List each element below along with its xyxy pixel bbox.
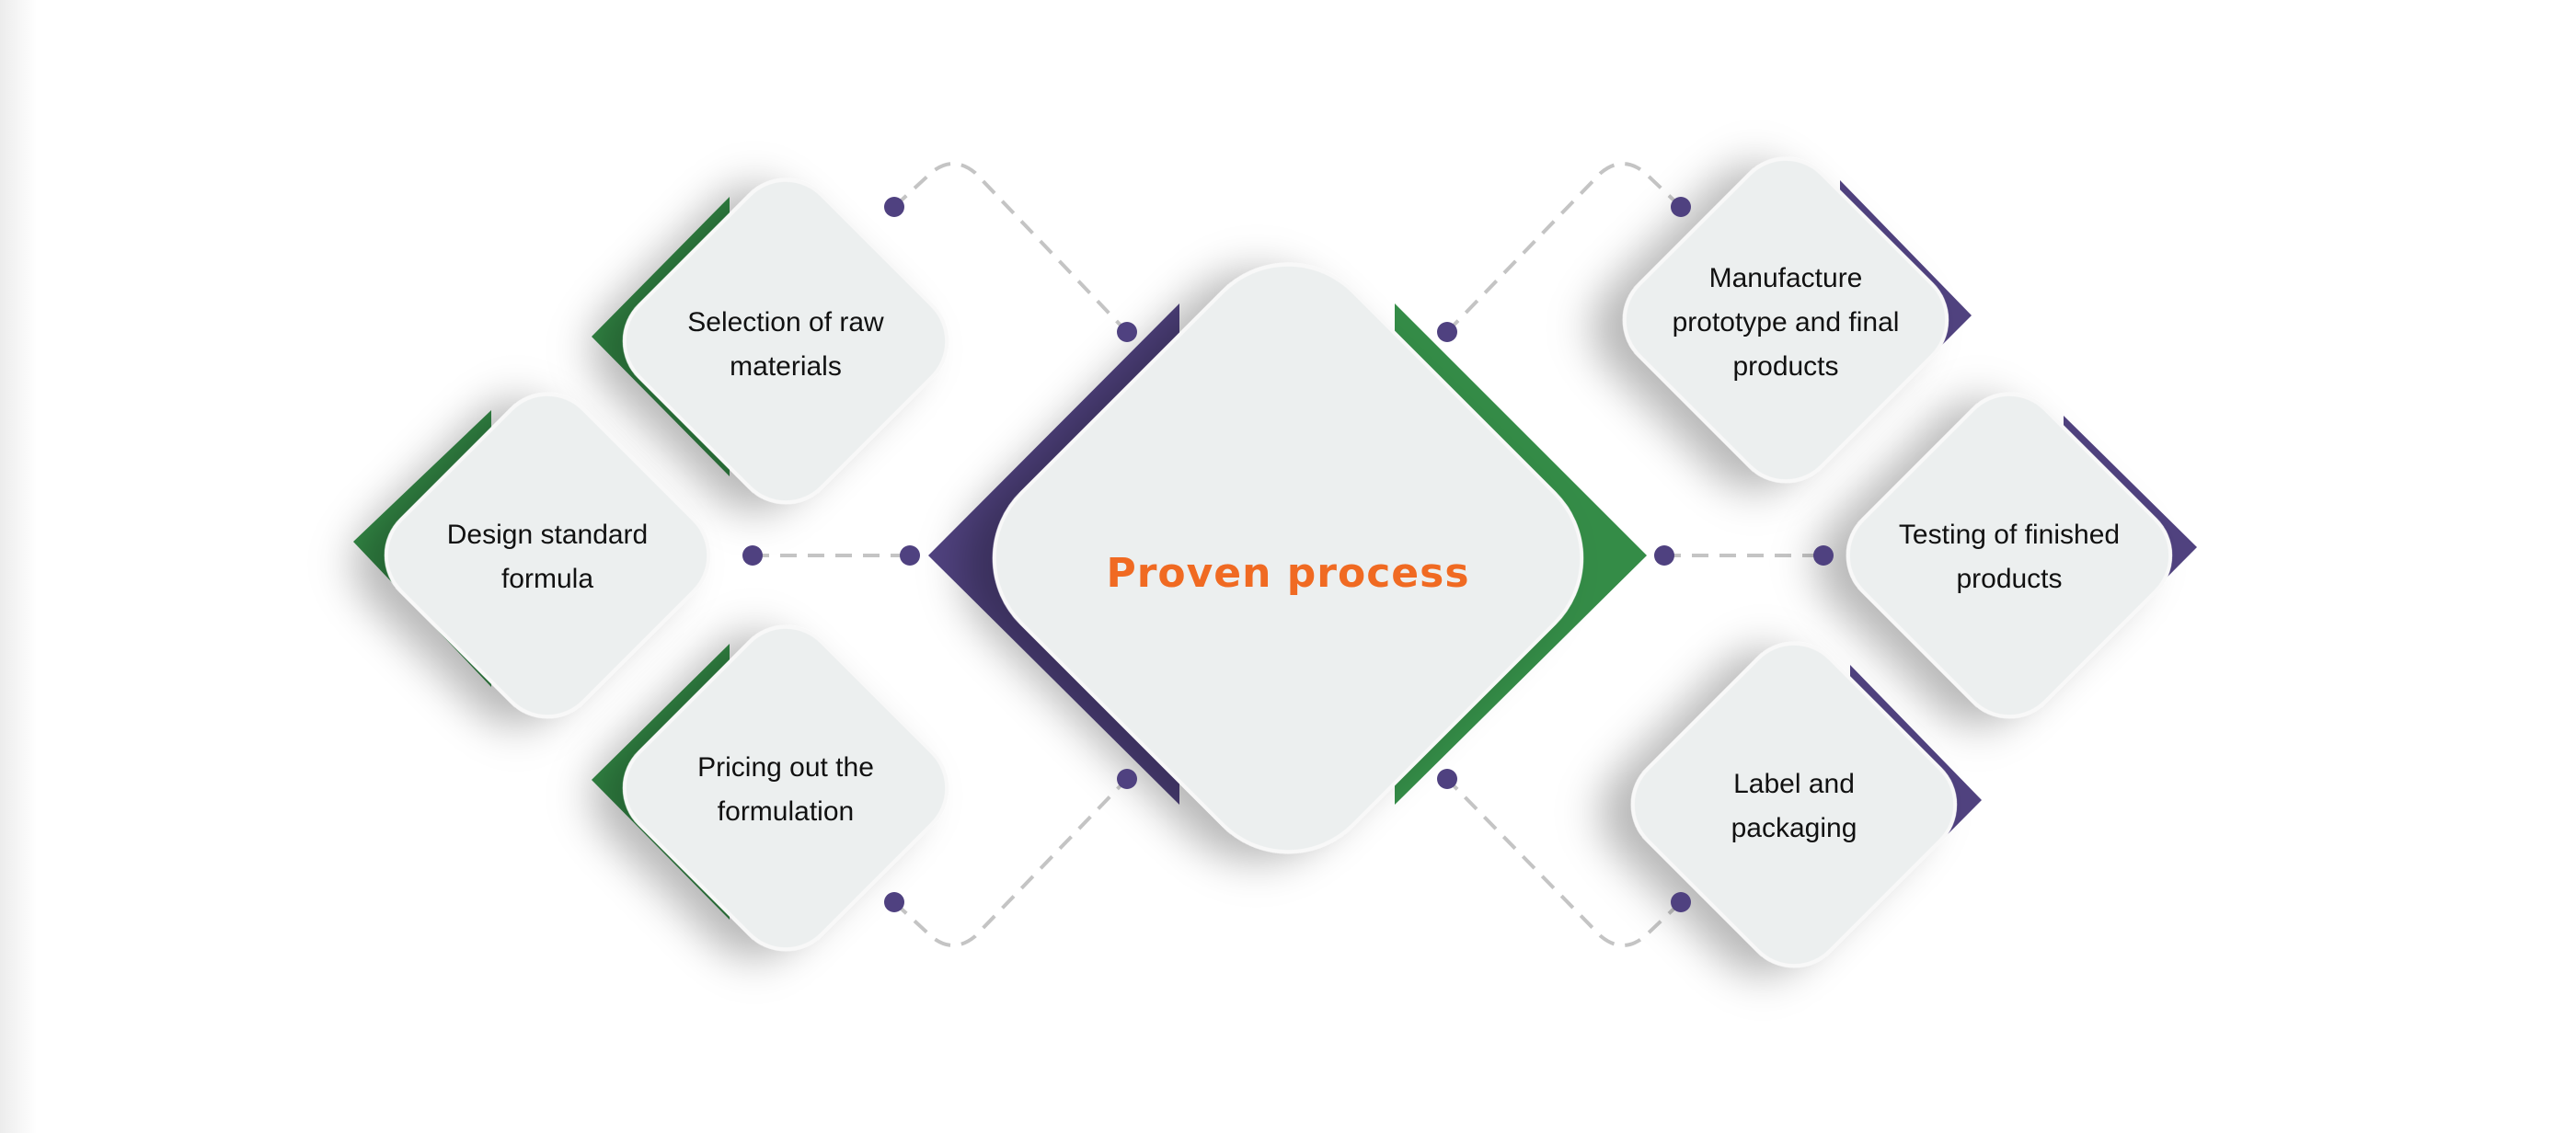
- step-pricing-formulation: Pricing out the formulation: [592, 624, 949, 952]
- step-card: [1630, 641, 1958, 968]
- step-label-line: Design standard: [447, 520, 648, 550]
- connector-dot: [1654, 545, 1674, 566]
- step-label-line: packaging: [1731, 813, 1857, 843]
- step-label-packaging: Label and packaging: [1630, 641, 1982, 968]
- step-label-line: Label and: [1733, 769, 1855, 799]
- step-card: [622, 624, 949, 952]
- step-label-line: Manufacture: [1709, 263, 1863, 293]
- step-card: [384, 392, 711, 719]
- connector-dot: [1813, 545, 1834, 566]
- step-card: [1846, 392, 2173, 719]
- step-design-standard-formula: Design standard formula: [353, 392, 711, 719]
- step-label-line: prototype and final: [1673, 307, 1900, 338]
- connector-dot: [1437, 769, 1457, 789]
- connector-bottom-left: [892, 777, 1129, 947]
- center-node: Proven process: [928, 262, 1647, 854]
- connector-dots: [742, 197, 1834, 912]
- step-label-line: materials: [730, 351, 842, 382]
- step-selection-raw-materials: Selection of raw materials: [592, 177, 949, 505]
- step-label-line: formula: [501, 564, 593, 594]
- connector-top-left: [892, 162, 1129, 334]
- connector-dot: [884, 197, 904, 217]
- step-label-line: Testing of finished: [1899, 520, 2120, 550]
- step-label-line: Selection of raw: [687, 307, 884, 338]
- connector-dot: [884, 892, 904, 912]
- step-label-line: Pricing out the: [697, 752, 874, 783]
- connector-dot: [742, 545, 763, 566]
- step-card: [622, 177, 949, 505]
- page-edge-shade: [0, 0, 37, 1133]
- step-label-line: formulation: [718, 796, 854, 827]
- step-card: [1622, 156, 1949, 484]
- center-card: [992, 262, 1584, 854]
- connector-dot: [1671, 197, 1691, 217]
- connector-dot: [900, 545, 920, 566]
- connector-dot: [1117, 322, 1137, 342]
- step-testing-finished-products: Testing of finished products: [1846, 392, 2197, 719]
- center-title: Proven process: [1106, 550, 1469, 597]
- connectors: [753, 162, 1823, 947]
- connector-bottom-right: [1445, 777, 1683, 947]
- step-manufacture-prototype: Manufacture prototype and final products: [1622, 156, 1972, 484]
- step-label-line: products: [1732, 351, 1838, 382]
- connector-dot: [1437, 322, 1457, 342]
- step-label-line: products: [1956, 564, 2062, 594]
- connector-dot: [1117, 769, 1137, 789]
- connector-dot: [1671, 892, 1691, 912]
- connector-top-right: [1445, 162, 1683, 334]
